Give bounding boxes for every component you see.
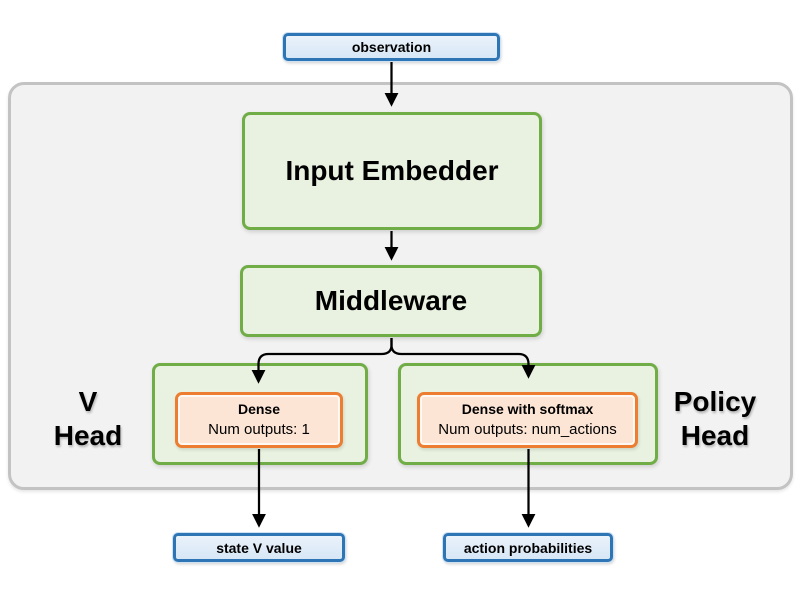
policy-head-title: Policy Head xyxy=(645,385,785,453)
action-probabilities-node: action probabilities xyxy=(443,533,613,562)
state-v-value-node: state V value xyxy=(173,533,345,562)
policy-head-dense-subtitle: Num outputs: num_actions xyxy=(438,421,617,439)
v-head-dense-title: Dense xyxy=(237,400,281,417)
middleware-label: Middleware xyxy=(314,285,468,316)
policy-head-title-line1: Policy xyxy=(673,386,757,417)
v-head-dense-subtitle: Num outputs: 1 xyxy=(208,421,310,439)
input-embedder-label: Input Embedder xyxy=(285,155,499,186)
policy-head-title-line2: Head xyxy=(680,420,750,451)
input-embedder-node: Input Embedder xyxy=(242,112,542,230)
v-head-title-line2: Head xyxy=(53,420,123,451)
state-v-value-label: state V value xyxy=(216,539,302,556)
policy-head-dense-node: Dense with softmax Num outputs: num_acti… xyxy=(417,392,638,448)
observation-node: observation xyxy=(283,33,500,61)
v-head-title-line1: V xyxy=(78,386,98,417)
policy-head-dense-title: Dense with softmax xyxy=(461,400,594,417)
v-head-dense-node: Dense Num outputs: 1 xyxy=(175,392,343,448)
action-probabilities-label: action probabilities xyxy=(463,539,593,556)
observation-label: observation xyxy=(351,39,432,55)
middleware-node: Middleware xyxy=(240,265,542,337)
v-head-title: V Head xyxy=(18,385,158,453)
